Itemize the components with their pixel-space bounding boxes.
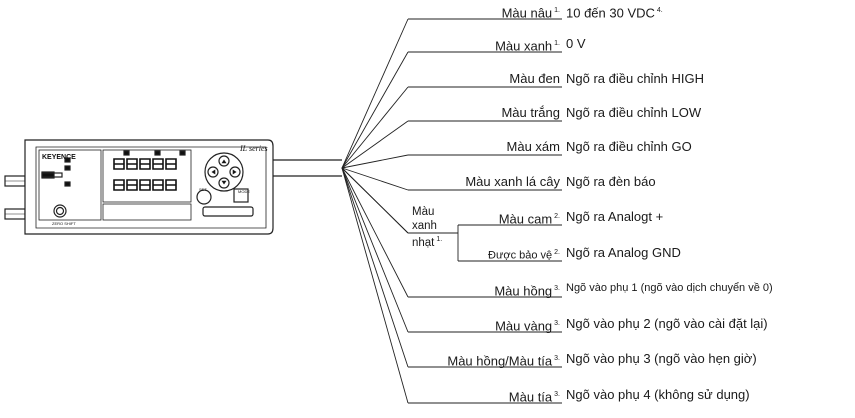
wire-color-text: Màu nâu [501, 5, 553, 21]
mode-label: MODE [238, 189, 250, 194]
wire-color-note: 2. [554, 213, 560, 220]
wire-color-note: 2. [554, 249, 560, 256]
wire-color-text: Màu xám [506, 139, 560, 154]
wire-signal-text: Ngõ ra điều chỉnh LOW [566, 105, 702, 120]
wire-color-note: 3. [554, 285, 560, 292]
wire-signal-text: 10 đến 30 VDC [566, 5, 655, 21]
wire-fan-line [341, 120, 409, 169]
amplifier-unit [4, 139, 342, 235]
wire-signal-text: Ngõ ra Analog GND [566, 245, 681, 260]
wire-signal-label: Ngõ vào phụ 3 (ngõ vào hẹn giờ) [566, 351, 757, 366]
wire-fan-line [341, 154, 409, 169]
wire-color-note: 3. [554, 320, 560, 327]
wire-color-text: Được bảo vệ [488, 249, 553, 262]
wire-color-text: Màu cam [498, 211, 553, 227]
wire-signal-label: Ngõ ra đèn báo [566, 174, 656, 189]
wire-fan-line [341, 167, 409, 234]
wire-color-note: 3. [554, 355, 560, 362]
group-note: 1. [436, 236, 443, 243]
group-line-3: nhạt [412, 236, 435, 249]
wire-lines [341, 18, 562, 404]
wire-signal-label: Ngõ ra Analog GND [566, 245, 681, 260]
wire-fan-line [341, 167, 409, 298]
wire-color-note: 1. [554, 7, 560, 14]
group-line-1: Màu [412, 206, 435, 218]
wire-fan-line [341, 51, 409, 169]
wire-signal-text: Ngõ vào phụ 4 (không sử dụng) [566, 387, 750, 402]
group-line-2: xanh [412, 220, 437, 232]
wire-color-label: Màu xám [507, 139, 560, 154]
set-label: SET [199, 187, 207, 192]
wire-fan-line [341, 86, 409, 169]
wire-fan-line [341, 18, 409, 169]
wire-color-note: 1. [554, 40, 560, 47]
wire-color-note: 3. [554, 391, 560, 398]
wire-signal-text: Ngõ ra điều chỉnh HIGH [566, 71, 705, 86]
wire-signal-text: Ngõ vào phụ 2 (ngõ vào cài đặt lại) [566, 316, 768, 331]
wire-signal-label: Ngõ ra điều chỉnh LOW [566, 105, 701, 120]
wire-signal-label: 0 V [566, 36, 586, 51]
wire-color-text: Màu đen [509, 71, 560, 86]
zero-shift-label: ZERO SHIFT [52, 221, 76, 226]
wire-signal-text: Ngõ ra đèn báo [566, 174, 656, 189]
wire-color-label: Màu đen [509, 71, 560, 86]
wire-color-text: Màu trắng [501, 105, 560, 120]
wire-color-text: Màu hồng [494, 283, 553, 299]
wire-signal-note: 4. [656, 7, 663, 14]
device-brand: KEYENCE [42, 154, 76, 161]
wire-color-text: Màu vàng [495, 318, 553, 334]
wire-color-text: Màu xanh lá cây [465, 174, 560, 189]
wire-color-text: Màu xanh [495, 38, 553, 54]
wire-fan-line [341, 167, 409, 404]
wire-signal-label: Ngõ vào phụ 2 (ngõ vào cài đặt lại) [566, 316, 768, 331]
wire-fan-line [341, 167, 409, 368]
wire-signal-text: Ngõ vào phụ 1 (ngõ vào dịch chuyển về 0) [566, 282, 773, 294]
wire-color-text: Màu hồng/Màu tía [447, 353, 553, 369]
wire-signal-text: Ngõ vào phụ 3 (ngõ vào hẹn giờ) [566, 351, 757, 366]
wire-signal-label: Ngõ vào phụ 4 (không sử dụng) [566, 387, 750, 402]
wire-color-label: Màu xanh lá cây [465, 174, 560, 189]
wire-fan-line [341, 167, 409, 333]
wire-fan-line [341, 167, 409, 191]
wire-signal-text: Ngõ ra Analogt + [566, 209, 664, 224]
wire-color-label: Màu trắng [501, 105, 560, 120]
device-series: IL series [239, 144, 268, 153]
wire-signal-label: Ngõ vào phụ 1 (ngõ vào dịch chuyển về 0) [566, 281, 773, 296]
wire-signal-label: Ngõ ra điều chỉnh HIGH [566, 71, 704, 86]
wire-signal-label: Ngõ ra điều chỉnh GO [566, 139, 692, 154]
wire-signal-text: 0 V [566, 36, 586, 51]
wire-signal-label: Ngõ ra Analogt + [566, 209, 663, 224]
wire-signal-text: Ngõ ra điều chỉnh GO [566, 139, 692, 154]
wire-color-text: Màu tía [508, 389, 553, 405]
